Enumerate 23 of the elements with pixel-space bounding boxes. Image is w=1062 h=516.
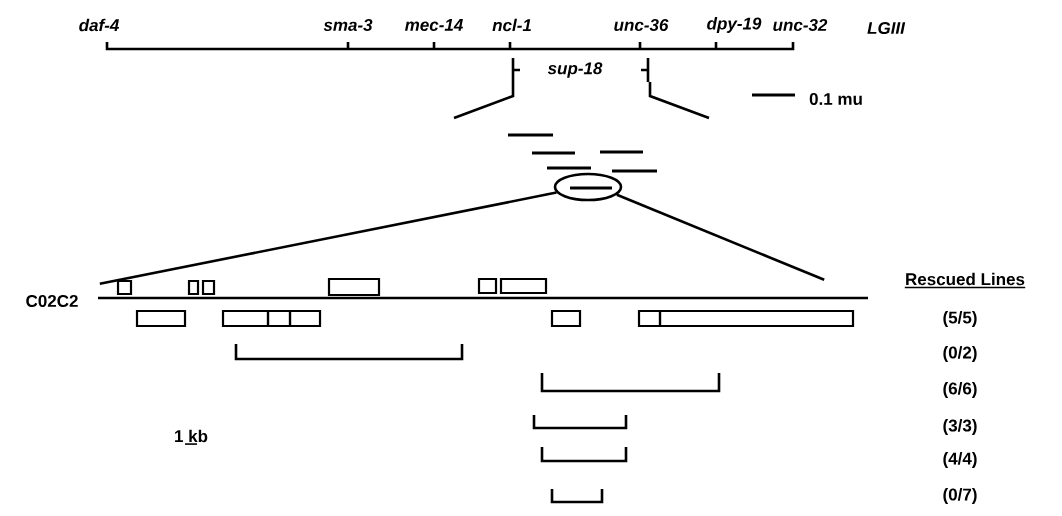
zoom-line — [616, 193, 825, 281]
gene-label: mec-14 — [405, 19, 463, 31]
zoom-line — [99, 191, 557, 286]
gene-label: daf-4 — [79, 18, 120, 32]
gene-label: sma-3 — [323, 19, 373, 31]
rescue-ratio: (4/4) — [943, 452, 977, 468]
clone-label: C02C2 — [26, 294, 78, 307]
scale-label: 1 kb — [175, 429, 208, 443]
rescue-ratio: (6/6) — [943, 382, 977, 398]
scale-label: 0.1 mu — [809, 93, 862, 105]
rescue-ratio: (3/3) — [943, 419, 977, 435]
rescue-ratio: (0/7) — [943, 488, 977, 504]
rescue-ratio: (0/2) — [943, 346, 977, 362]
gene-label: unc-36 — [614, 19, 669, 31]
gene-label: dpy-19 — [707, 17, 762, 33]
gene-structure-drawing — [98, 277, 868, 328]
rescue-ratio: (5/5) — [943, 311, 977, 327]
gene-label: sup-18 — [547, 62, 603, 78]
gene-label: unc-32 — [773, 19, 828, 31]
gene-label: ncl-1 — [492, 18, 531, 32]
chromosome-label: LGIII — [867, 22, 906, 34]
column-header: Rescued Lines — [906, 272, 1025, 286]
ellipse-outline — [553, 172, 623, 202]
